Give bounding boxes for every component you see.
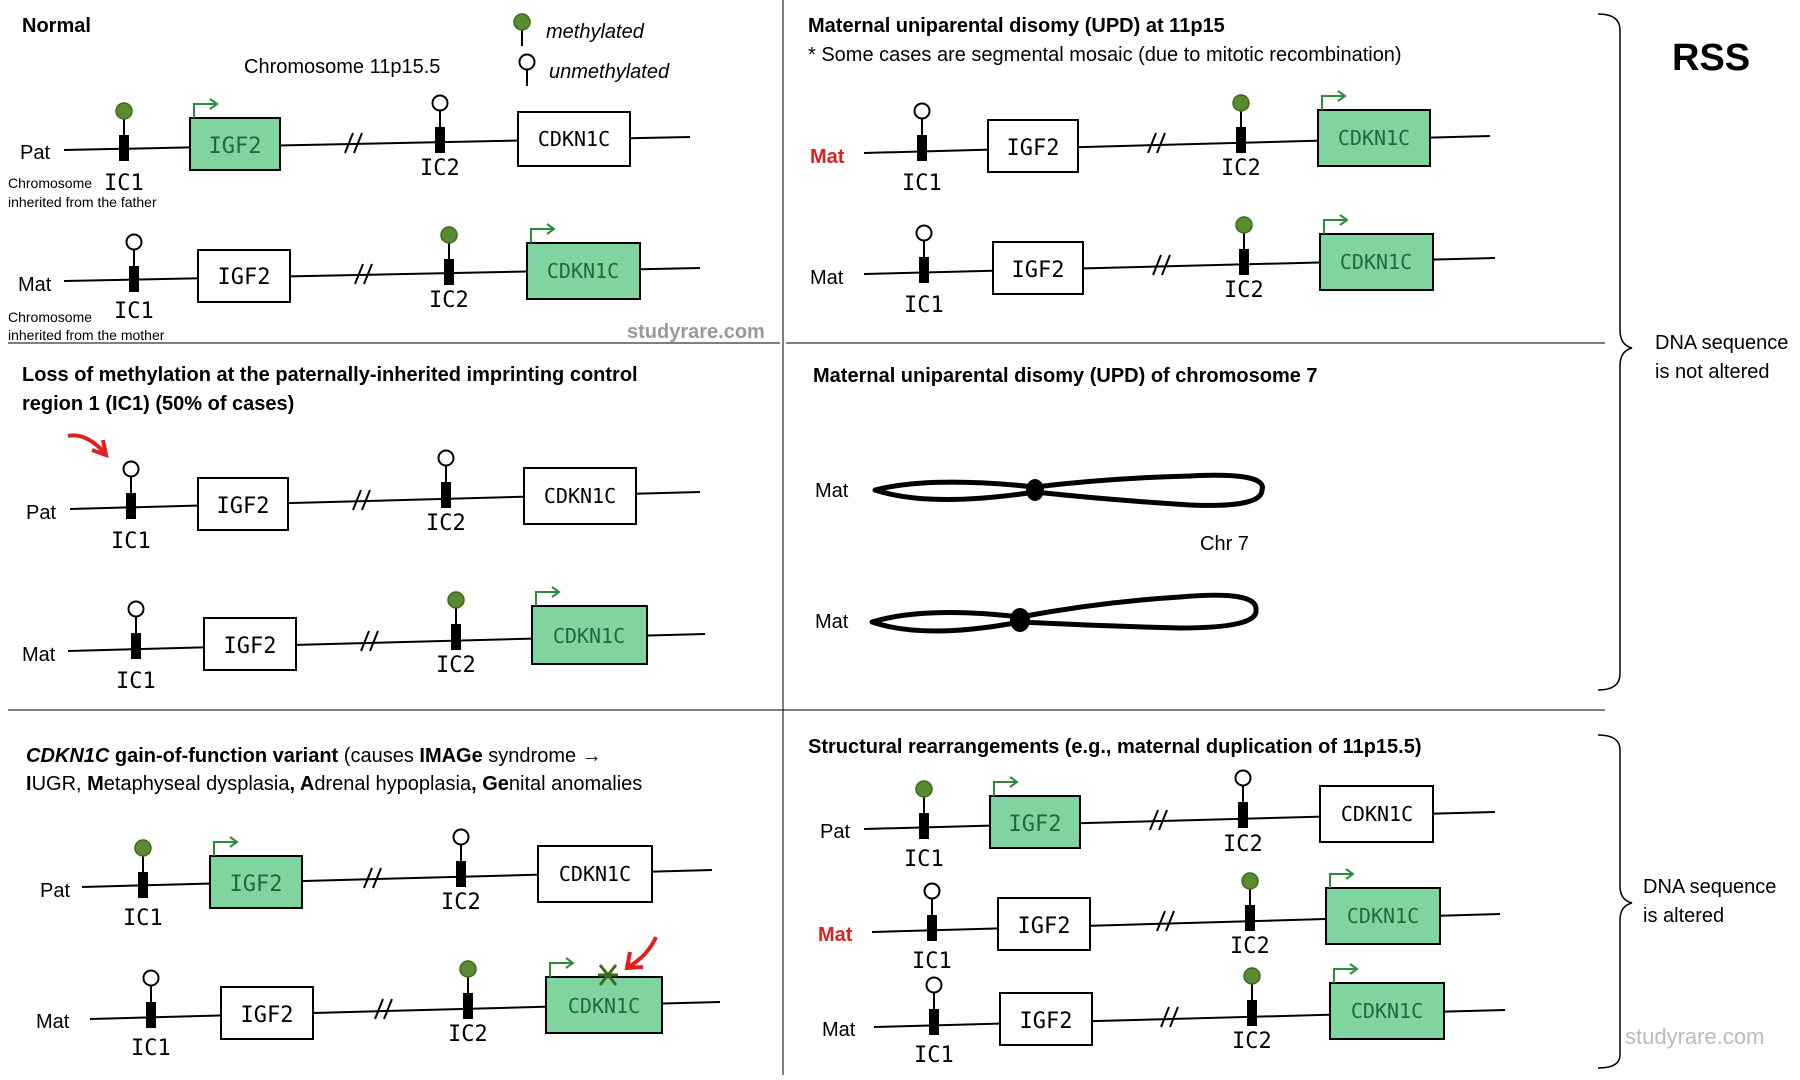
- not-altered-label-2: is not altered: [1655, 361, 1770, 383]
- svg-text:IGF2: IGF2: [224, 634, 277, 659]
- upd7-mat-1: Mat: [815, 480, 849, 502]
- pat-note-2: inherited from the father: [8, 194, 157, 210]
- svg-text:IGF2: IGF2: [1018, 914, 1071, 939]
- svg-text:CDKN1C: CDKN1C: [1341, 802, 1413, 826]
- svg-text:IC2: IC2: [426, 511, 466, 536]
- upd11-mat: Mat: [810, 267, 844, 289]
- variant-mark: [598, 964, 618, 986]
- struct-pat-label: Pat: [820, 821, 850, 843]
- svg-text:IGF2: IGF2: [1007, 136, 1060, 161]
- svg-text:CDKN1C: CDKN1C: [1340, 250, 1412, 274]
- chromosome-label: Chromosome 11p15.5: [244, 56, 440, 78]
- chromosome-7-top: [872, 472, 1265, 508]
- svg-text:IC2: IC2: [1230, 934, 1270, 959]
- gof-mat-label: Mat: [36, 1011, 70, 1033]
- svg-text:CDKN1C: CDKN1C: [1351, 999, 1423, 1023]
- normal-pat-label: Pat: [20, 142, 50, 164]
- legend-methylated: methylated: [546, 21, 645, 43]
- svg-text:IGF2: IGF2: [218, 265, 271, 290]
- svg-text:IC2: IC2: [448, 1022, 488, 1047]
- struct-mat-label: Mat: [822, 1019, 856, 1041]
- red-arrow-ic1: [67, 433, 109, 459]
- pat-note-1: Chromosome: [8, 175, 92, 191]
- watermark-1: studyrare.com: [627, 321, 765, 343]
- svg-text:IC2: IC2: [1224, 278, 1264, 303]
- svg-text:IGF2: IGF2: [1009, 812, 1062, 837]
- altered-label-2: is altered: [1643, 905, 1724, 927]
- svg-text:IC2: IC2: [1223, 832, 1263, 857]
- svg-text:IC1: IC1: [104, 171, 144, 196]
- altered-label-1: DNA sequence: [1643, 876, 1776, 898]
- svg-text:IGF2: IGF2: [1012, 258, 1065, 283]
- upd7-mat-2: Mat: [815, 611, 849, 633]
- svg-text:CDKN1C: CDKN1C: [544, 484, 616, 508]
- chromosome-7-bottom: [869, 592, 1259, 634]
- svg-text:IC2: IC2: [429, 288, 469, 313]
- red-arrow-variant: [624, 936, 658, 971]
- svg-text:CDKN1C: CDKN1C: [1338, 126, 1410, 150]
- not-altered-label-1: DNA sequence: [1655, 332, 1788, 354]
- syndrome-title: RSS: [1672, 37, 1750, 79]
- svg-text:CDKN1C: CDKN1C: [547, 259, 619, 283]
- svg-text:IC1: IC1: [904, 847, 944, 872]
- svg-text:IC2: IC2: [436, 653, 476, 678]
- svg-text:CDKN1C: CDKN1C: [1347, 904, 1419, 928]
- svg-text:IC1: IC1: [912, 949, 952, 974]
- upd11-subtitle: * Some cases are segmental mosaic (due t…: [808, 44, 1402, 66]
- normal-mat-label: Mat: [18, 274, 52, 296]
- svg-text:CDKN1C: CDKN1C: [559, 862, 631, 886]
- gof-line-2: IUGR, Metaphyseal dysplasia, Adrenal hyp…: [26, 773, 642, 795]
- gof-pat-label: Pat: [40, 880, 70, 902]
- svg-text:IC2: IC2: [420, 156, 460, 181]
- svg-text:IC1: IC1: [114, 299, 154, 324]
- svg-text:IC1: IC1: [116, 669, 156, 694]
- svg-text:IC1: IC1: [904, 293, 944, 318]
- svg-text:IC2: IC2: [441, 890, 481, 915]
- svg-text:CDKN1C: CDKN1C: [568, 994, 640, 1018]
- svg-text:IC1: IC1: [914, 1043, 954, 1068]
- lom-title-2: region 1 (IC1) (50% of cases): [22, 393, 294, 415]
- svg-text:IGF2: IGF2: [241, 1003, 294, 1028]
- svg-text:CDKN1C: CDKN1C: [538, 127, 610, 151]
- svg-text:IC1: IC1: [902, 171, 942, 196]
- svg-text:CDKN1C: CDKN1C: [553, 624, 625, 648]
- struct-title: Structural rearrangements (e.g., materna…: [808, 736, 1422, 758]
- watermark-2: studyrare.com: [1625, 1024, 1764, 1049]
- lom-pat-label: Pat: [26, 502, 56, 524]
- bracket-not-altered: [1597, 13, 1633, 691]
- svg-text:IGF2: IGF2: [217, 494, 270, 519]
- svg-text:IC2: IC2: [1221, 156, 1261, 181]
- gof-line-1: CDKN1C gain-of-function variant (causes …: [26, 745, 602, 767]
- mat-note-1: Chromosome: [8, 309, 92, 325]
- struct-mat-red: Mat: [818, 924, 853, 946]
- lom-title-1: Loss of methylation at the paternally-in…: [22, 364, 638, 386]
- normal-title: Normal: [22, 15, 91, 37]
- chr7-label: Chr 7: [1200, 533, 1249, 555]
- upd7-title: Maternal uniparental disomy (UPD) of chr…: [813, 365, 1318, 387]
- upd11-title: Maternal uniparental disomy (UPD) at 11p…: [808, 15, 1225, 37]
- svg-text:IC1: IC1: [111, 529, 151, 554]
- legend: methylated unmethylated: [513, 13, 670, 87]
- svg-text:IC1: IC1: [131, 1036, 171, 1061]
- svg-text:IGF2: IGF2: [1020, 1009, 1073, 1034]
- svg-text:IGF2: IGF2: [209, 134, 262, 159]
- svg-text:IC1: IC1: [123, 906, 163, 931]
- legend-unmethylated: unmethylated: [549, 61, 670, 83]
- mat-note-2: inherited from the mother: [8, 327, 165, 343]
- upd11-mat-red: Mat: [810, 146, 845, 168]
- svg-text:IC2: IC2: [1232, 1029, 1272, 1054]
- bracket-altered: [1597, 734, 1633, 1069]
- lom-mat-label: Mat: [22, 644, 56, 666]
- svg-text:IGF2: IGF2: [230, 872, 283, 897]
